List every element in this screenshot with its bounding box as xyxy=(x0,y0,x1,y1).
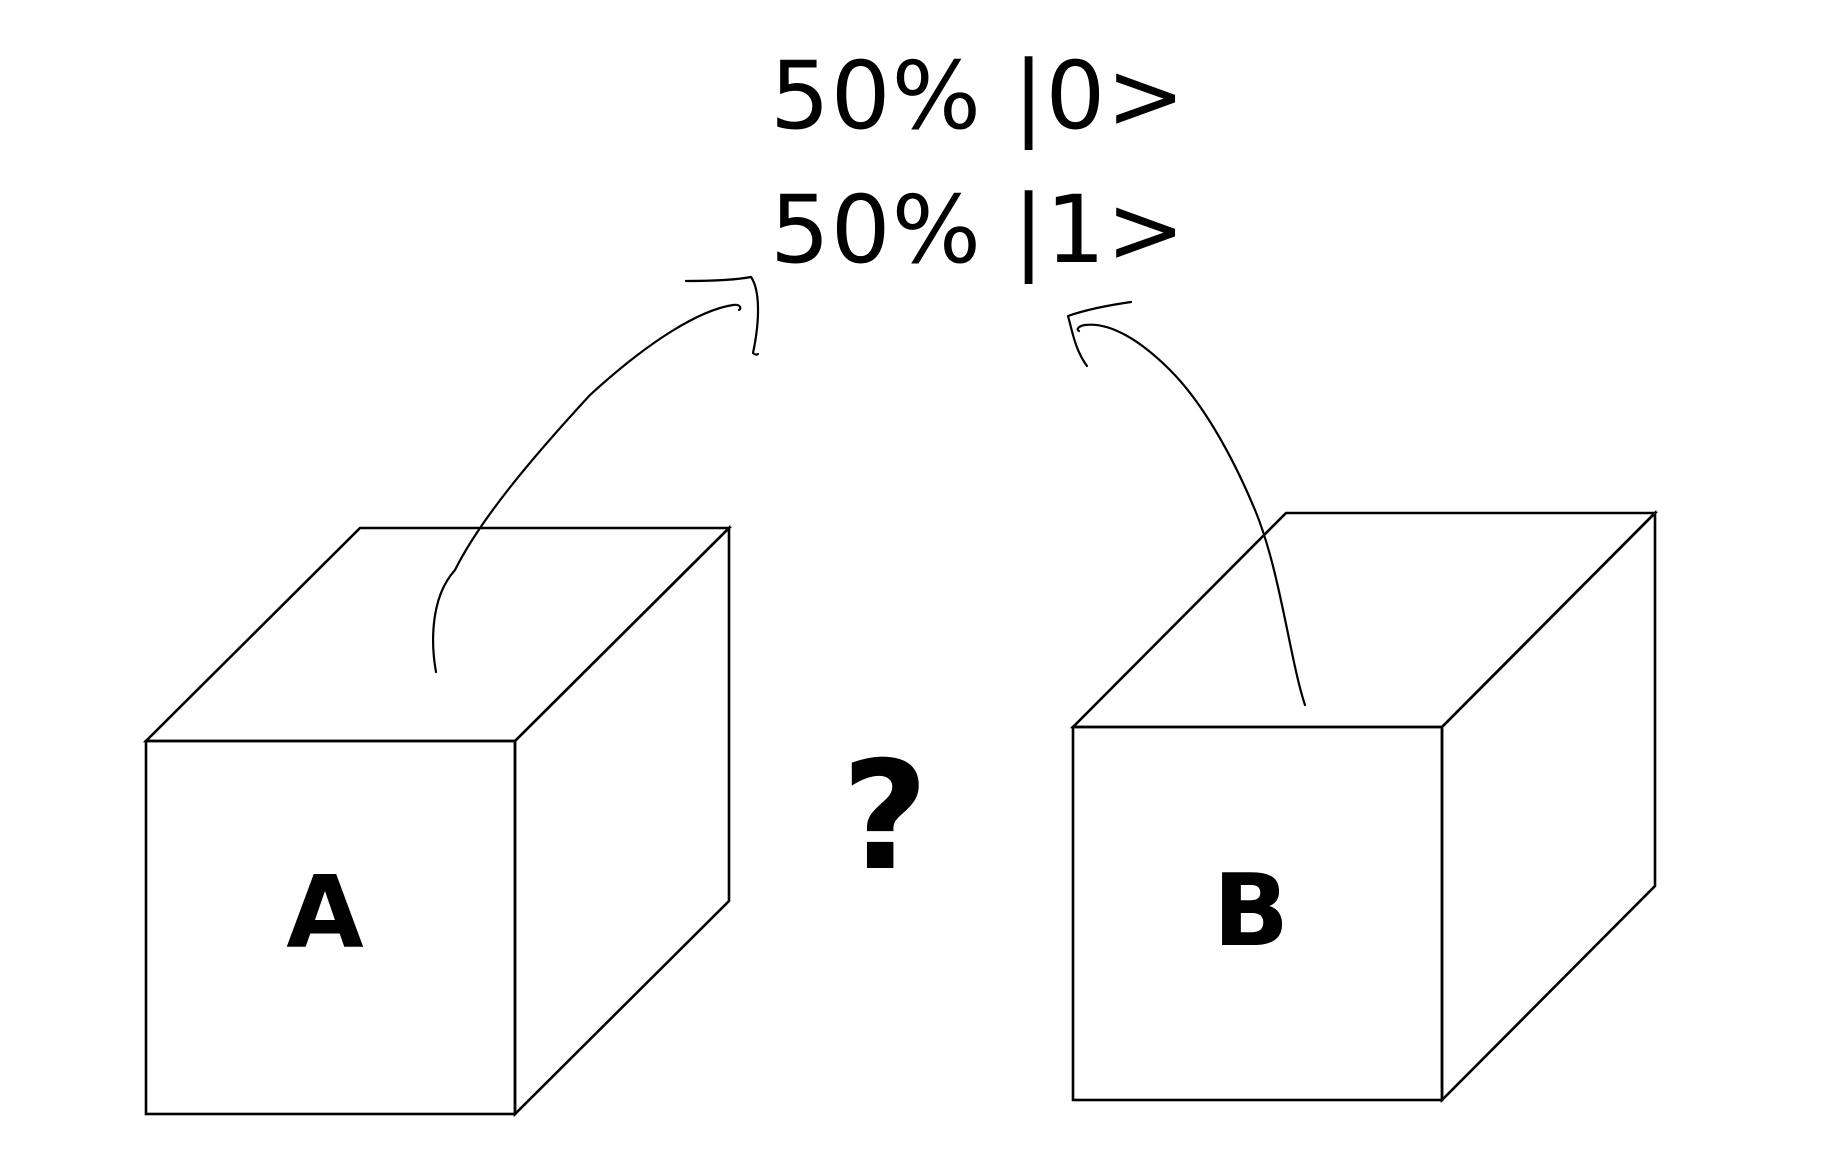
arrow-b-curve xyxy=(1076,323,1307,707)
box-b-label: B xyxy=(1213,852,1289,969)
box-b: B xyxy=(1069,509,1659,1104)
arrow-a-head xyxy=(684,275,760,356)
arrow-b-to-state xyxy=(1066,300,1307,707)
box-b-side-face xyxy=(1440,509,1657,1104)
arrow-b-head xyxy=(1066,300,1133,368)
box-a: A xyxy=(142,524,733,1118)
box-b-top-face xyxy=(1069,511,1659,729)
box-a-side-face xyxy=(513,524,731,1118)
arrow-a-curve xyxy=(432,303,742,674)
superposition-state-zero: 50% |0> xyxy=(770,42,1186,151)
question-mark: ? xyxy=(841,730,928,904)
box-a-top-face xyxy=(142,526,733,743)
box-a-label: A xyxy=(286,854,363,971)
arrow-a-to-state xyxy=(432,275,760,674)
superposition-state-one: 50% |1> xyxy=(770,176,1186,285)
